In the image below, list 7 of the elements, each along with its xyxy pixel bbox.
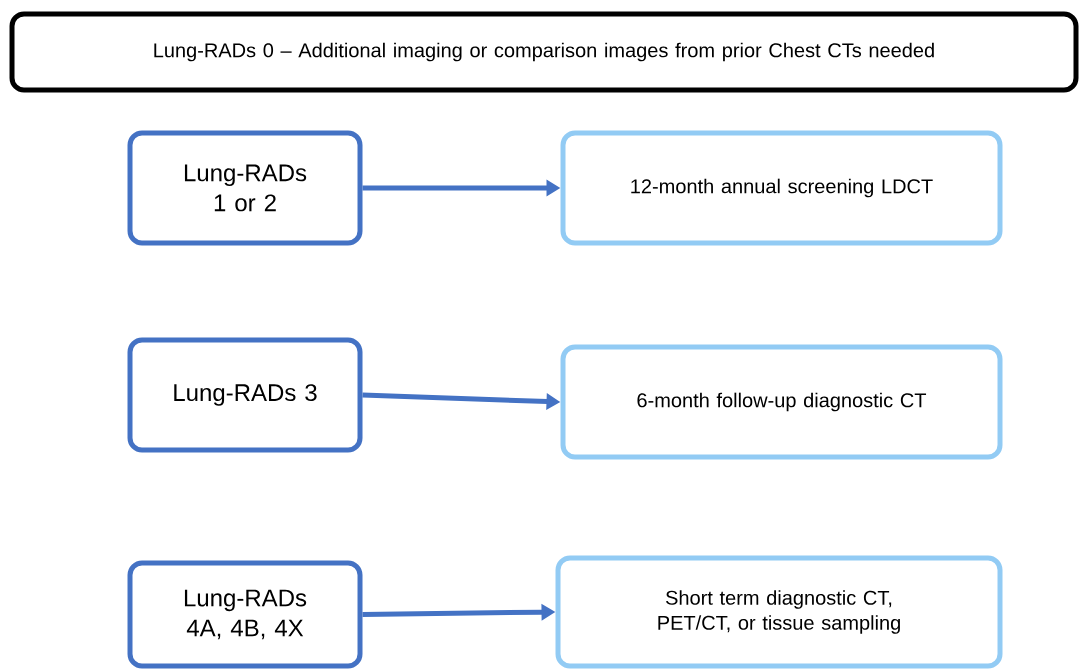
category-box: Lung-RADs 3: [127, 337, 363, 453]
action-box: Short term diagnostic CT, PET/CT, or tissue sampling: [555, 555, 1003, 669]
category-box: Lung-RADs 4A, 4B, 4X: [127, 560, 363, 669]
heading-box: Lung-RADs 0 – Additional imaging or comparison images from prior Chest CTs needed: [9, 11, 1079, 93]
action-box: 12-month annual screening LDCT: [560, 130, 1003, 246]
action-box: 6-month follow-up diagnostic CT: [560, 344, 1003, 460]
category-box: Lung-RADs 1 or 2: [127, 130, 363, 246]
